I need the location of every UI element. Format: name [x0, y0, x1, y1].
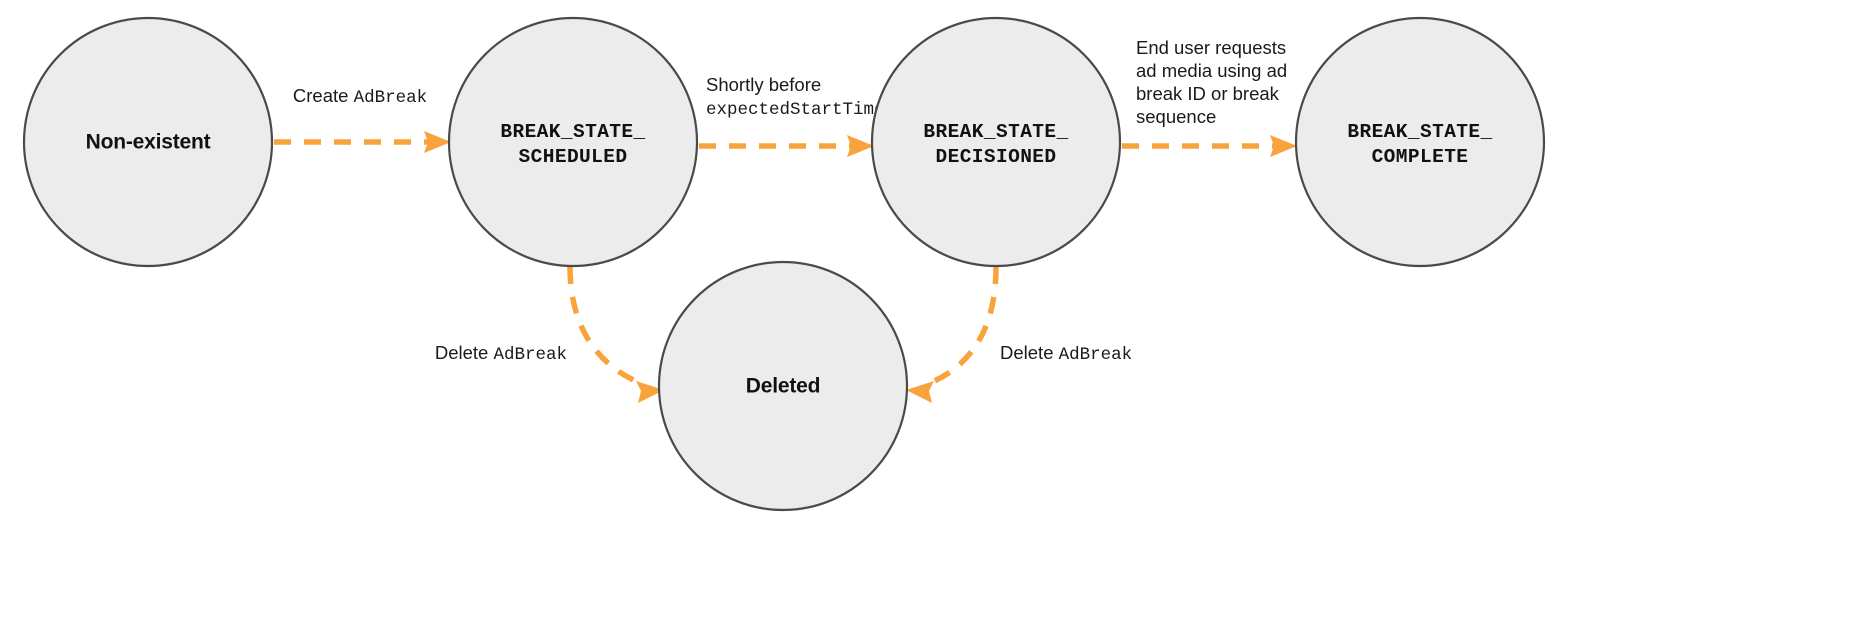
node-break-state-scheduled-label-line1: BREAK_STATE_	[500, 121, 645, 143]
node-break-state-scheduled-circle[interactable]	[447, 16, 699, 268]
edge-shortly-before-label-line1: Shortly before	[706, 74, 821, 95]
edge-label-part: Delete	[1000, 342, 1059, 363]
edge-delete-adbreak-from-scheduled: Delete AdBreak	[435, 266, 664, 403]
edge-end-user-requests-ad-media: End user requests ad media using ad brea…	[1122, 37, 1297, 157]
edge-shortly-before-arrowhead	[847, 135, 874, 157]
edge-label-part-mono: expectedStartTime	[706, 100, 885, 120]
node-non-existent-circle[interactable]	[22, 16, 274, 268]
edge-shortly-before-label-line2: expectedStartTime	[706, 100, 885, 120]
edge-label-part: Shortly before	[706, 74, 821, 95]
node-break-state-complete-circle[interactable]	[1294, 16, 1546, 268]
node-deleted-label: Deleted	[746, 375, 820, 398]
edge-end-user-requests-label-line1: End user requests	[1136, 37, 1286, 58]
node-break-state-decisioned-label-line1: BREAK_STATE_	[923, 121, 1068, 143]
edge-delete-from-scheduled-arrowhead	[636, 381, 664, 403]
node-break-state-complete-label-line2: COMPLETE	[1372, 146, 1469, 168]
edge-label-part: Create	[293, 85, 354, 106]
node-break-state-scheduled[interactable]: BREAK_STATE_ SCHEDULED	[447, 16, 699, 268]
edge-label-part: ad media using ad	[1136, 60, 1287, 81]
edge-create-adbreak-arrowhead	[424, 131, 451, 153]
edge-delete-from-decisioned-line	[924, 266, 999, 388]
edge-delete-from-scheduled-line	[567, 266, 646, 388]
node-non-existent[interactable]: Non-existent	[22, 16, 274, 268]
edge-delete-from-decisioned-label: Delete AdBreak	[1000, 342, 1132, 365]
node-non-existent-label: Non-existent	[86, 131, 211, 154]
node-deleted[interactable]: Deleted	[657, 260, 909, 512]
edge-label-part-mono: AdBreak	[354, 88, 428, 108]
node-break-state-decisioned[interactable]: BREAK_STATE_ DECISIONED	[870, 16, 1122, 268]
edge-shortly-before-expectedstarttime: Shortly before expectedStartTime	[699, 74, 885, 157]
edge-delete-adbreak-from-decisioned: Delete AdBreak	[906, 266, 1132, 403]
edge-end-user-requests-label-line3: break ID or break	[1136, 83, 1280, 104]
edge-label-part-mono: AdBreak	[493, 345, 567, 365]
edge-label-part: Delete	[435, 342, 494, 363]
edge-delete-from-decisioned-arrowhead	[906, 381, 934, 403]
edge-label-part: break ID or break	[1136, 83, 1280, 104]
node-deleted-circle[interactable]	[657, 260, 909, 512]
edge-label-part: End user requests	[1136, 37, 1286, 58]
edge-label-part-mono: AdBreak	[1059, 345, 1133, 365]
edge-label-part: sequence	[1136, 106, 1216, 127]
edge-create-adbreak-label: Create AdBreak	[293, 85, 427, 108]
edge-end-user-requests-label-line2: ad media using ad	[1136, 60, 1287, 81]
edge-end-user-requests-arrowhead	[1270, 135, 1297, 157]
edge-create-adbreak: Create AdBreak	[274, 85, 451, 153]
node-break-state-complete[interactable]: BREAK_STATE_ COMPLETE	[1294, 16, 1546, 268]
node-break-state-scheduled-label-line2: SCHEDULED	[519, 146, 628, 168]
node-break-state-decisioned-circle[interactable]	[870, 16, 1122, 268]
edge-end-user-requests-label-line4: sequence	[1136, 106, 1216, 127]
edge-delete-from-scheduled-label: Delete AdBreak	[435, 342, 567, 365]
node-break-state-decisioned-label-line2: DECISIONED	[935, 146, 1056, 168]
node-break-state-complete-label-line1: BREAK_STATE_	[1347, 121, 1492, 143]
